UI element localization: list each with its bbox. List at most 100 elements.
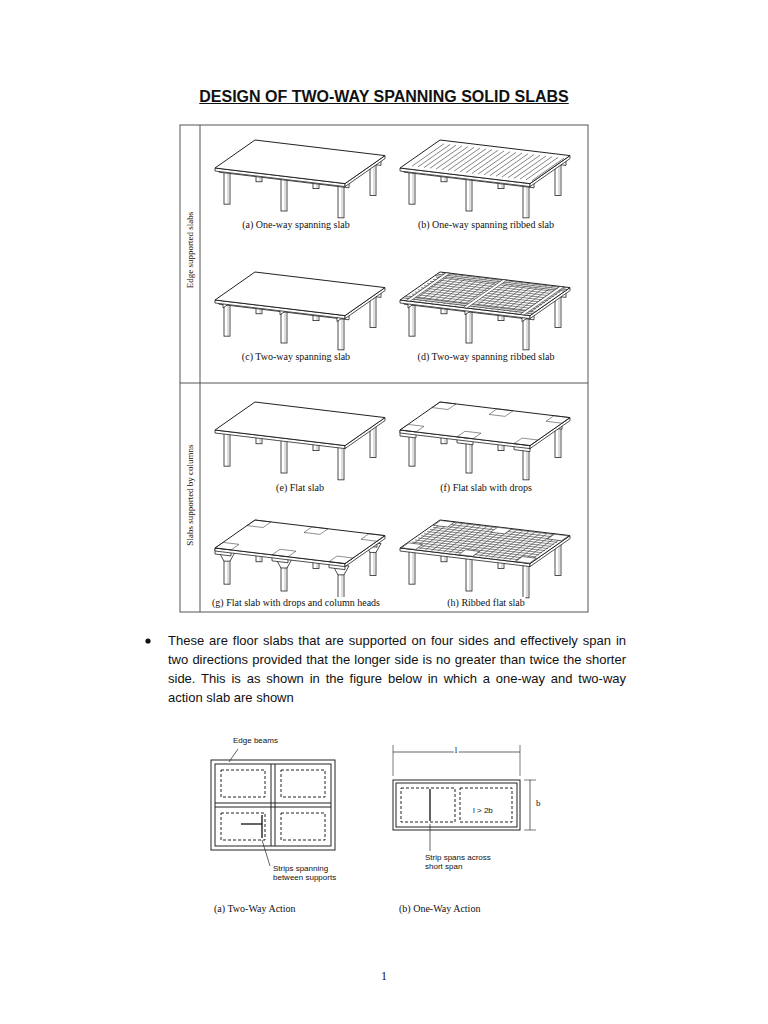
dimension-tick [524,830,536,831]
dimension-label: b [535,798,542,808]
solid-head [434,520,455,527]
frame-divider [200,125,201,612]
rib [532,158,564,180]
rib [484,152,516,174]
rib [490,153,522,175]
drop-outline [489,409,513,417]
rib [526,157,558,179]
rib [514,156,546,178]
panel-caption: (h) Ribbed flat slab [446,597,525,609]
rib [418,144,450,166]
beam-line [271,764,272,846]
drop-outline [546,416,570,424]
rib [424,145,456,167]
leader-line [229,749,238,762]
rib [496,154,528,176]
leader-line [430,824,431,851]
edge-beam [393,780,520,830]
rib [520,157,552,179]
panel-caption: (c) Two-way spanning slab [241,351,351,363]
panel-outline [460,788,512,822]
panel-outline [281,770,325,797]
rib [412,144,444,166]
drop-outline [304,527,328,535]
bullet [145,638,150,643]
slab-top [215,520,385,564]
slab-top [400,140,570,184]
slab-top [400,402,570,446]
beam-strip [520,286,564,314]
body-paragraph: These are floor slabs that are supported… [168,631,626,707]
figure-label: l > 2b [472,806,494,815]
edge-beam [215,764,331,846]
rib [436,147,468,169]
strip-line [241,823,262,824]
slab-top [215,272,385,316]
rib [508,155,540,177]
solid-head [516,557,537,564]
dimension-tick [393,745,394,776]
dimension-tick [524,780,536,781]
panel-outline [221,813,265,840]
drop-outline [247,520,271,528]
slab-top [400,520,570,564]
dimension-line [530,780,531,830]
edge-beam [396,783,517,827]
drop-outline [457,431,481,439]
rib [442,521,566,536]
figure-label: Strip spans across short span [424,853,510,871]
figure-frame [180,125,588,612]
group-label: Slabs supported by columns [185,443,195,546]
group-label: Edge supported slabs [185,211,195,290]
figure-label: Edge beams [232,736,279,745]
rib [466,150,498,172]
dimension-label: l [454,745,459,755]
slab-top [400,272,570,316]
panel-outline [221,770,265,797]
panel-caption: (f) Flat slab with drops [439,482,533,494]
solid-head [459,550,480,557]
beam-strip [406,273,450,301]
rib [430,146,462,168]
beam-line [215,807,331,808]
slab-top [215,402,385,446]
drop-outline [361,534,385,542]
drop-outline [514,438,538,446]
strip-line [261,815,262,838]
panel-outline [281,813,325,840]
beam-strip [463,280,507,308]
drop-outline [215,542,239,550]
drop-outline [329,556,353,564]
rib [439,523,563,538]
plan-figures [211,745,536,866]
frame-divider [180,383,588,384]
leader-line [262,840,270,866]
edge-beam [211,760,335,850]
drop-outline [272,549,296,557]
rib [442,147,474,169]
beam-line [215,803,331,804]
drop-outline [400,424,424,432]
page-title: DESIGN OF TWO-WAY SPANNING SOLID SLABS [199,88,569,106]
rib [472,151,504,173]
solid-head [402,543,423,550]
rib [460,150,492,172]
strip-line [429,789,430,821]
slab-drawings [145,125,588,644]
rib [502,155,534,177]
rib [448,148,480,170]
figure-label: Strips spanning between supports [272,864,348,882]
panel-outline [401,788,455,822]
figure-caption: (b) One-Way Action [398,903,481,915]
solid-head [548,534,569,541]
slab-top [215,140,385,184]
drop-outline [432,402,456,410]
panel-caption: (b) One-way spanning ribbed slab [417,219,555,231]
beam-line [275,764,276,846]
panel-caption: (g) Flat slab with drops and column head… [211,597,381,609]
page-number: 1 [380,970,388,984]
panel-caption: (e) Flat slab [275,482,325,494]
rib [454,149,486,171]
